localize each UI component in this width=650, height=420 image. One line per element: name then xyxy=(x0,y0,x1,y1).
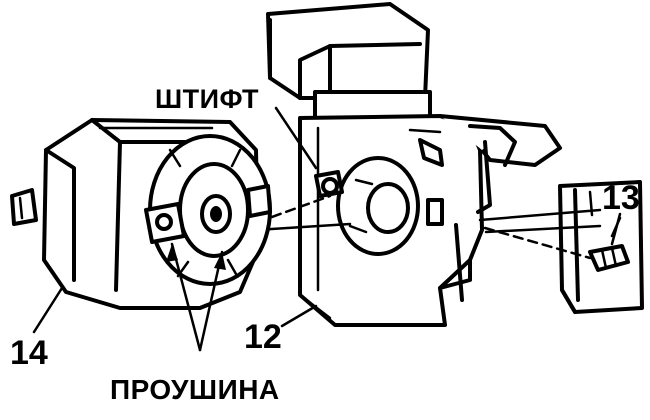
generator-14 xyxy=(10,118,272,310)
part-number-13: 13 xyxy=(602,179,640,217)
side-bracket-13 xyxy=(478,180,644,314)
part-number-12: 12 xyxy=(244,318,282,356)
mounting-boss xyxy=(336,156,420,256)
pin xyxy=(254,106,352,232)
part-number-14: 14 xyxy=(10,334,48,372)
leader-lines xyxy=(32,212,622,352)
pin-label: ШТИФТ xyxy=(155,84,260,114)
mounting-bracket-12 xyxy=(266,2,562,327)
eyelet-label: ПРОУШИНА xyxy=(110,374,280,405)
